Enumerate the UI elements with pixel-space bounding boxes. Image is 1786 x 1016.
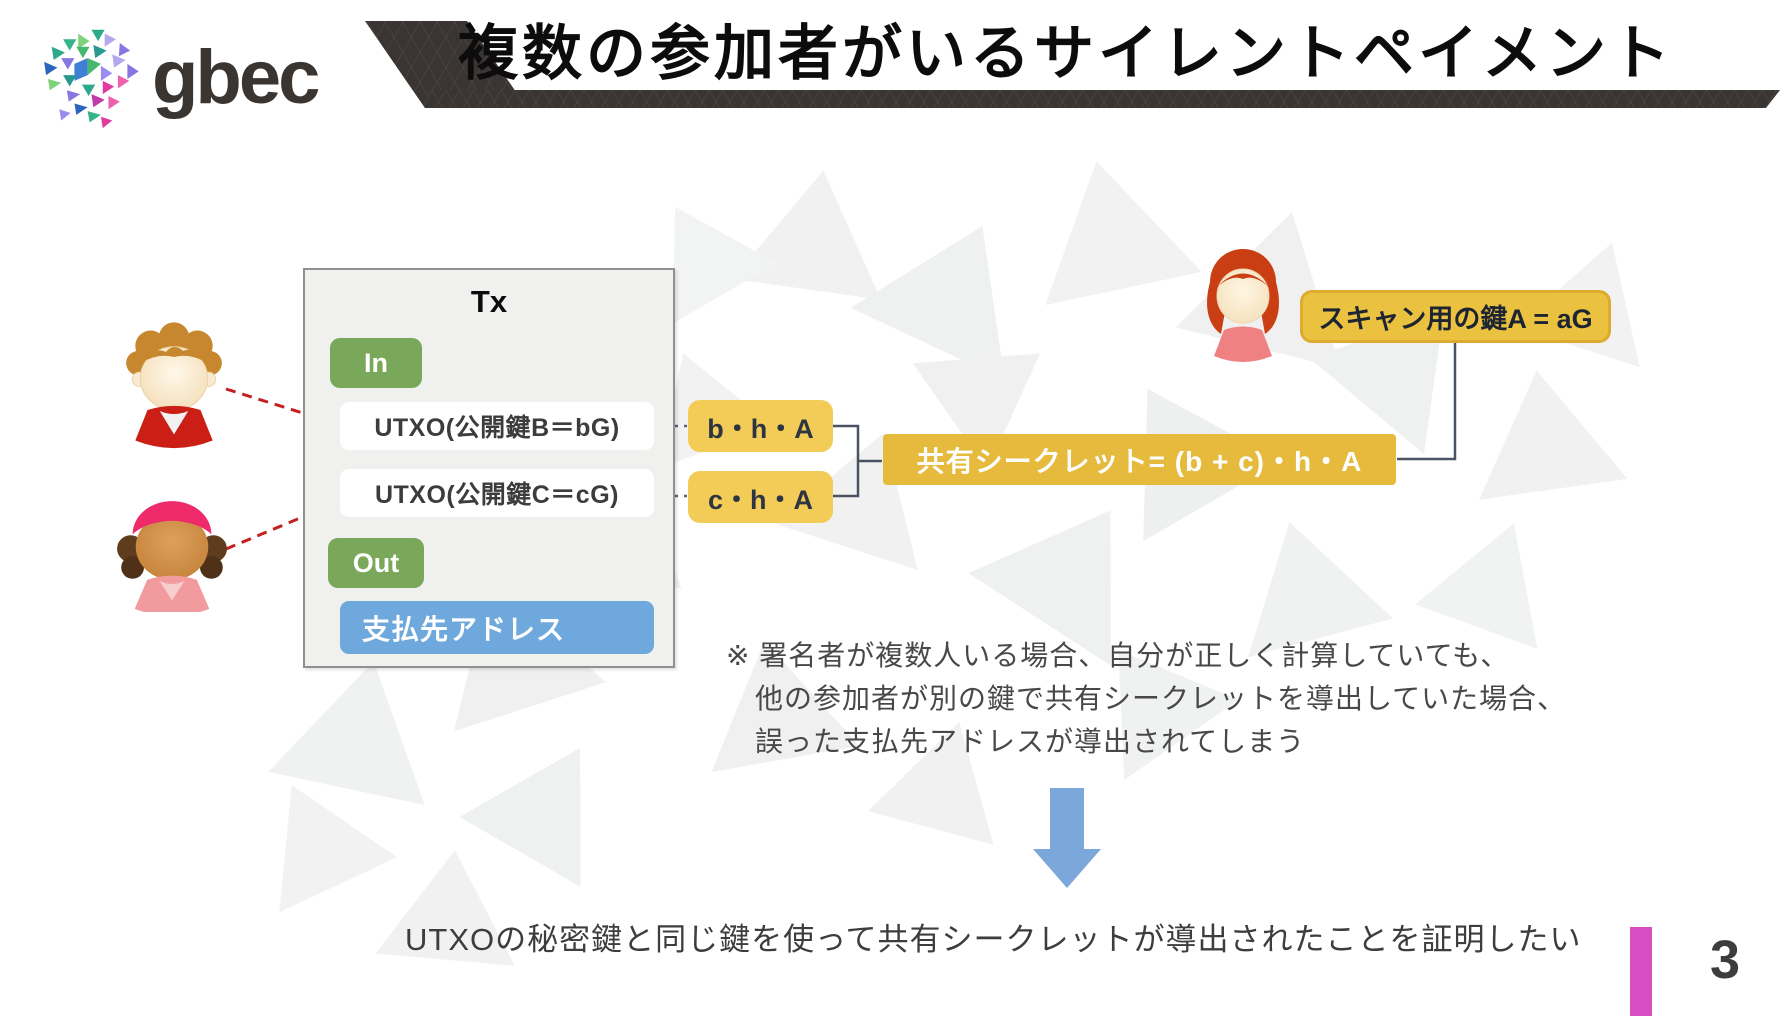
- page-accent-bar: [1630, 927, 1652, 1016]
- gbec-logo: gbec: [33, 26, 320, 130]
- girl-avatar-icon: [117, 501, 227, 617]
- conclusion-text: UTXOの秘密鍵と同じ鍵を使って共有シークレットが導出されたことを証明したい: [405, 922, 1582, 957]
- b-term-box: b・h・A: [688, 400, 833, 452]
- tx-in-label: In: [330, 338, 422, 388]
- caution-note-line2: 他の参加者が別の鍵で共有シークレットを導出していた場合、: [755, 683, 1567, 714]
- tx-box: Tx In UTXO(公開鍵B＝bG) UTXO(公開鍵C＝cG) Out 支払…: [303, 268, 675, 668]
- boy-avatar-icon: [126, 322, 222, 449]
- utxo-b-row: UTXO(公開鍵B＝bG): [340, 402, 654, 450]
- gbec-logo-icon: [44, 29, 139, 129]
- page-title: 複数の参加者がいるサイレントペイメント: [458, 20, 1674, 87]
- title-banner-bar: [428, 90, 1780, 108]
- sender-b-avatar: [118, 316, 230, 459]
- caution-note-line1: ※ 署名者が複数人いる場合、自分が正しく計算していても、: [726, 640, 1510, 671]
- woman-avatar-icon: [1207, 249, 1279, 362]
- caution-note-line3: 誤った支払先アドレスが導出されてしまう: [755, 726, 1306, 757]
- logo-wordmark: gbec: [152, 35, 320, 120]
- scan-key-box: スキャン用の鍵A = aG: [1300, 290, 1611, 343]
- tx-title: Tx: [470, 284, 508, 319]
- caution-note: ※ 署名者が複数人いる場合、自分が正しく計算していても、 他の参加者が別の鍵で共…: [726, 634, 1566, 763]
- tx-out-label: Out: [328, 538, 424, 588]
- c-term-box: c・h・A: [688, 471, 833, 523]
- recipient-avatar: [1193, 245, 1293, 382]
- shared-secret-box: 共有シークレット= (b + c)・h・A: [883, 434, 1396, 485]
- sender-c-avatar: [115, 472, 229, 617]
- page-number: 3: [1709, 930, 1741, 990]
- payment-address-box: 支払先アドレス: [340, 601, 654, 654]
- utxo-c-row: UTXO(公開鍵C＝cG): [340, 469, 654, 517]
